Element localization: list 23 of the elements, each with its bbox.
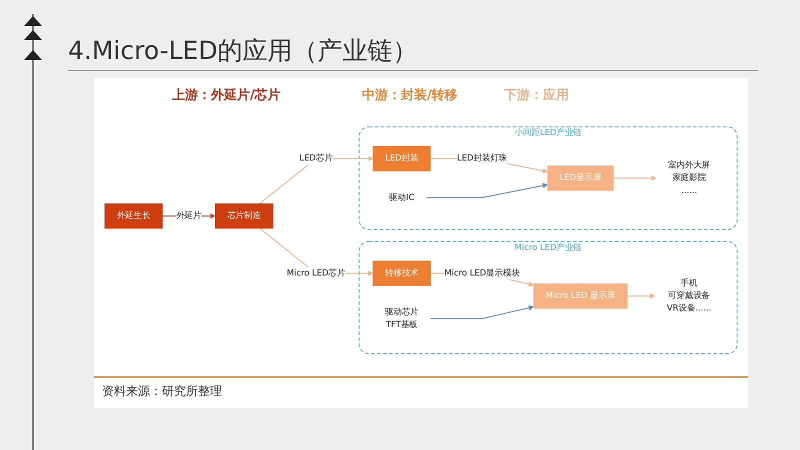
text-label: 驱动芯片 TFT基板 — [384, 307, 419, 330]
edge-label: Micro LED显示模块 — [444, 266, 520, 280]
text-label: 手机 可穿戴设备 VR设备...... — [666, 278, 712, 313]
arrow — [612, 175, 656, 181]
process-box: Micro LED 显示屏 — [533, 283, 628, 308]
process-box: LED显示屏 — [547, 165, 614, 191]
process-box: 芯片制造 — [215, 203, 274, 228]
edge-label: Micro LED芯片 — [286, 266, 346, 280]
arrow — [430, 305, 534, 319]
process-box: 外延生长 — [104, 203, 163, 228]
process-box: 转移技术 — [372, 260, 431, 286]
process-box: LED封装 — [372, 146, 431, 172]
stage-heading: 下游：应用 — [504, 86, 569, 104]
text-label: 驱动IC — [389, 192, 414, 202]
source-note: 资料来源：研究所整理 — [102, 383, 222, 400]
edge-label: LED封装灯珠 — [457, 152, 508, 165]
arrow — [626, 293, 656, 298]
edge-label: LED芯片 — [299, 152, 333, 165]
stage-heading: 中游：封装/转移 — [362, 87, 458, 104]
stage-heading: 上游：外延片/芯片 — [172, 87, 281, 104]
text-label: 室内外大屏 家庭影院 ...... — [668, 160, 710, 196]
slide-title: 4.Micro-LED的应用（产业链） — [68, 35, 418, 67]
arrow — [426, 182, 548, 198]
